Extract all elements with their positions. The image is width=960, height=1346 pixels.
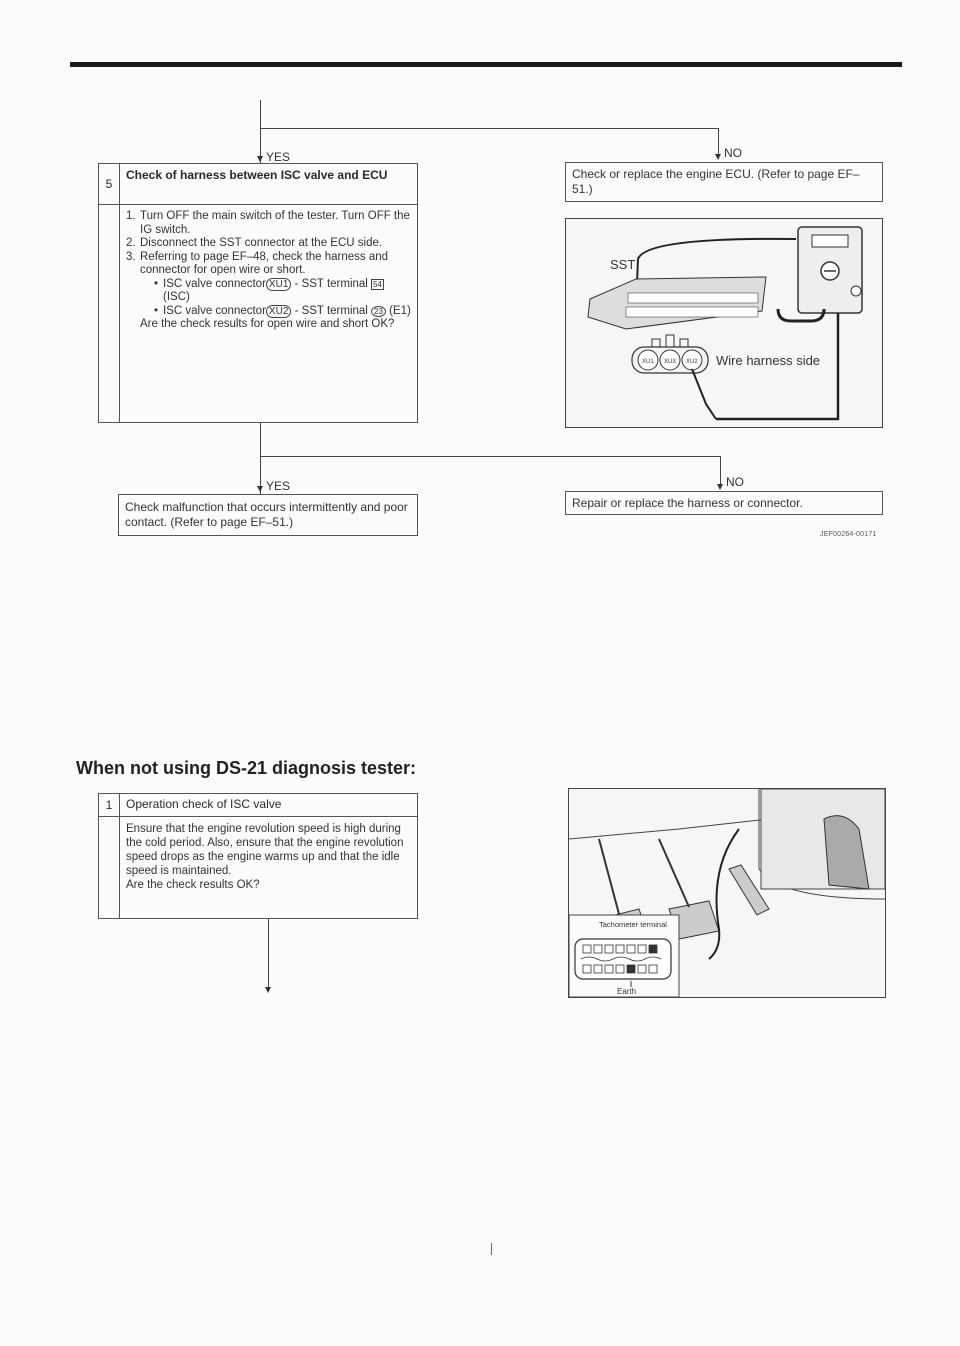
- pin-badge: 54: [371, 278, 384, 290]
- arrow-down-icon: [265, 987, 271, 993]
- arrow-down-icon: [717, 484, 723, 490]
- step-number: 1: [99, 794, 120, 816]
- harness-label: Wire harness side: [716, 353, 820, 368]
- section-heading: When not using DS-21 diagnosis tester:: [76, 758, 417, 778]
- step5-question: Are the check results for open wire and …: [140, 318, 395, 330]
- connector-label: XU1: [642, 359, 654, 365]
- list-item: 3.Referring to page EF–48, check the har…: [126, 251, 411, 319]
- step1-text: Ensure that the engine revolution speed …: [126, 823, 404, 877]
- figure-sst-connection: SST XU1 XU3 XU2 Wire harness side: [565, 218, 883, 428]
- yes-action-box: Check malfunction that occurs intermitte…: [118, 494, 418, 536]
- flow-line: [260, 456, 720, 457]
- flow-line: [260, 100, 261, 168]
- arrow-down-icon: [257, 156, 263, 162]
- flow-line: [260, 423, 261, 498]
- no-label: NO: [726, 475, 744, 489]
- header-rule: [70, 62, 902, 67]
- yes-label: YES: [266, 150, 291, 164]
- earth-label: Earth: [617, 987, 636, 996]
- pin-badge: 23: [371, 305, 386, 317]
- flow-line: [718, 128, 719, 154]
- no-label: NO: [724, 146, 742, 160]
- figure-code: JEF00264-00171: [820, 531, 877, 538]
- no-action-box: Check or replace the engine ECU. (Refer …: [565, 162, 883, 202]
- step5-header: 5 Check of harness between ISC valve and…: [99, 164, 417, 205]
- tach-label: Tachometer terminal: [599, 920, 667, 929]
- step1-body: Ensure that the engine revolution speed …: [119, 816, 417, 918]
- sst-label: SST: [610, 257, 635, 272]
- step1-header: 1 Operation check of ISC valve: [99, 794, 417, 817]
- step1-question: Are the check results OK?: [126, 879, 260, 891]
- no-action-box: Repair or replace the harness or connect…: [565, 491, 883, 515]
- list-item: 1.Turn OFF the main switch of the tester…: [126, 210, 410, 236]
- list-item: 2.Disconnect the SST connector at the EC…: [126, 237, 383, 249]
- flow-line: [260, 128, 718, 129]
- connector-badge: XU1: [265, 277, 292, 291]
- page-mark: [491, 1243, 492, 1255]
- connector-badge: XU2: [265, 304, 292, 318]
- arrow-down-icon: [257, 486, 263, 492]
- step5-list: 1.Turn OFF the main switch of the tester…: [126, 210, 411, 318]
- arrow-down-icon: [715, 154, 721, 160]
- step-number: 5: [99, 164, 120, 204]
- flow-line: [268, 919, 269, 987]
- figure-tachometer: Tachometer terminal Earth: [568, 788, 886, 998]
- connector-label: XU3: [664, 359, 676, 365]
- flow-line: [720, 456, 721, 484]
- step5-body: 1.Turn OFF the main switch of the tester…: [119, 204, 417, 422]
- sst-diagram: SST XU1 XU3 XU2 Wire harness side: [587, 226, 863, 421]
- yes-label: YES: [266, 479, 291, 493]
- pedal-diagram: Tachometer terminal Earth: [568, 788, 886, 998]
- step-title: Check of harness between ISC valve and E…: [126, 168, 388, 182]
- step5-box: 5 Check of harness between ISC valve and…: [98, 163, 418, 423]
- step-title: Operation check of ISC valve: [126, 797, 282, 811]
- connector-label: XU2: [686, 359, 698, 365]
- step1-box: 1 Operation check of ISC valve Ensure th…: [98, 793, 418, 919]
